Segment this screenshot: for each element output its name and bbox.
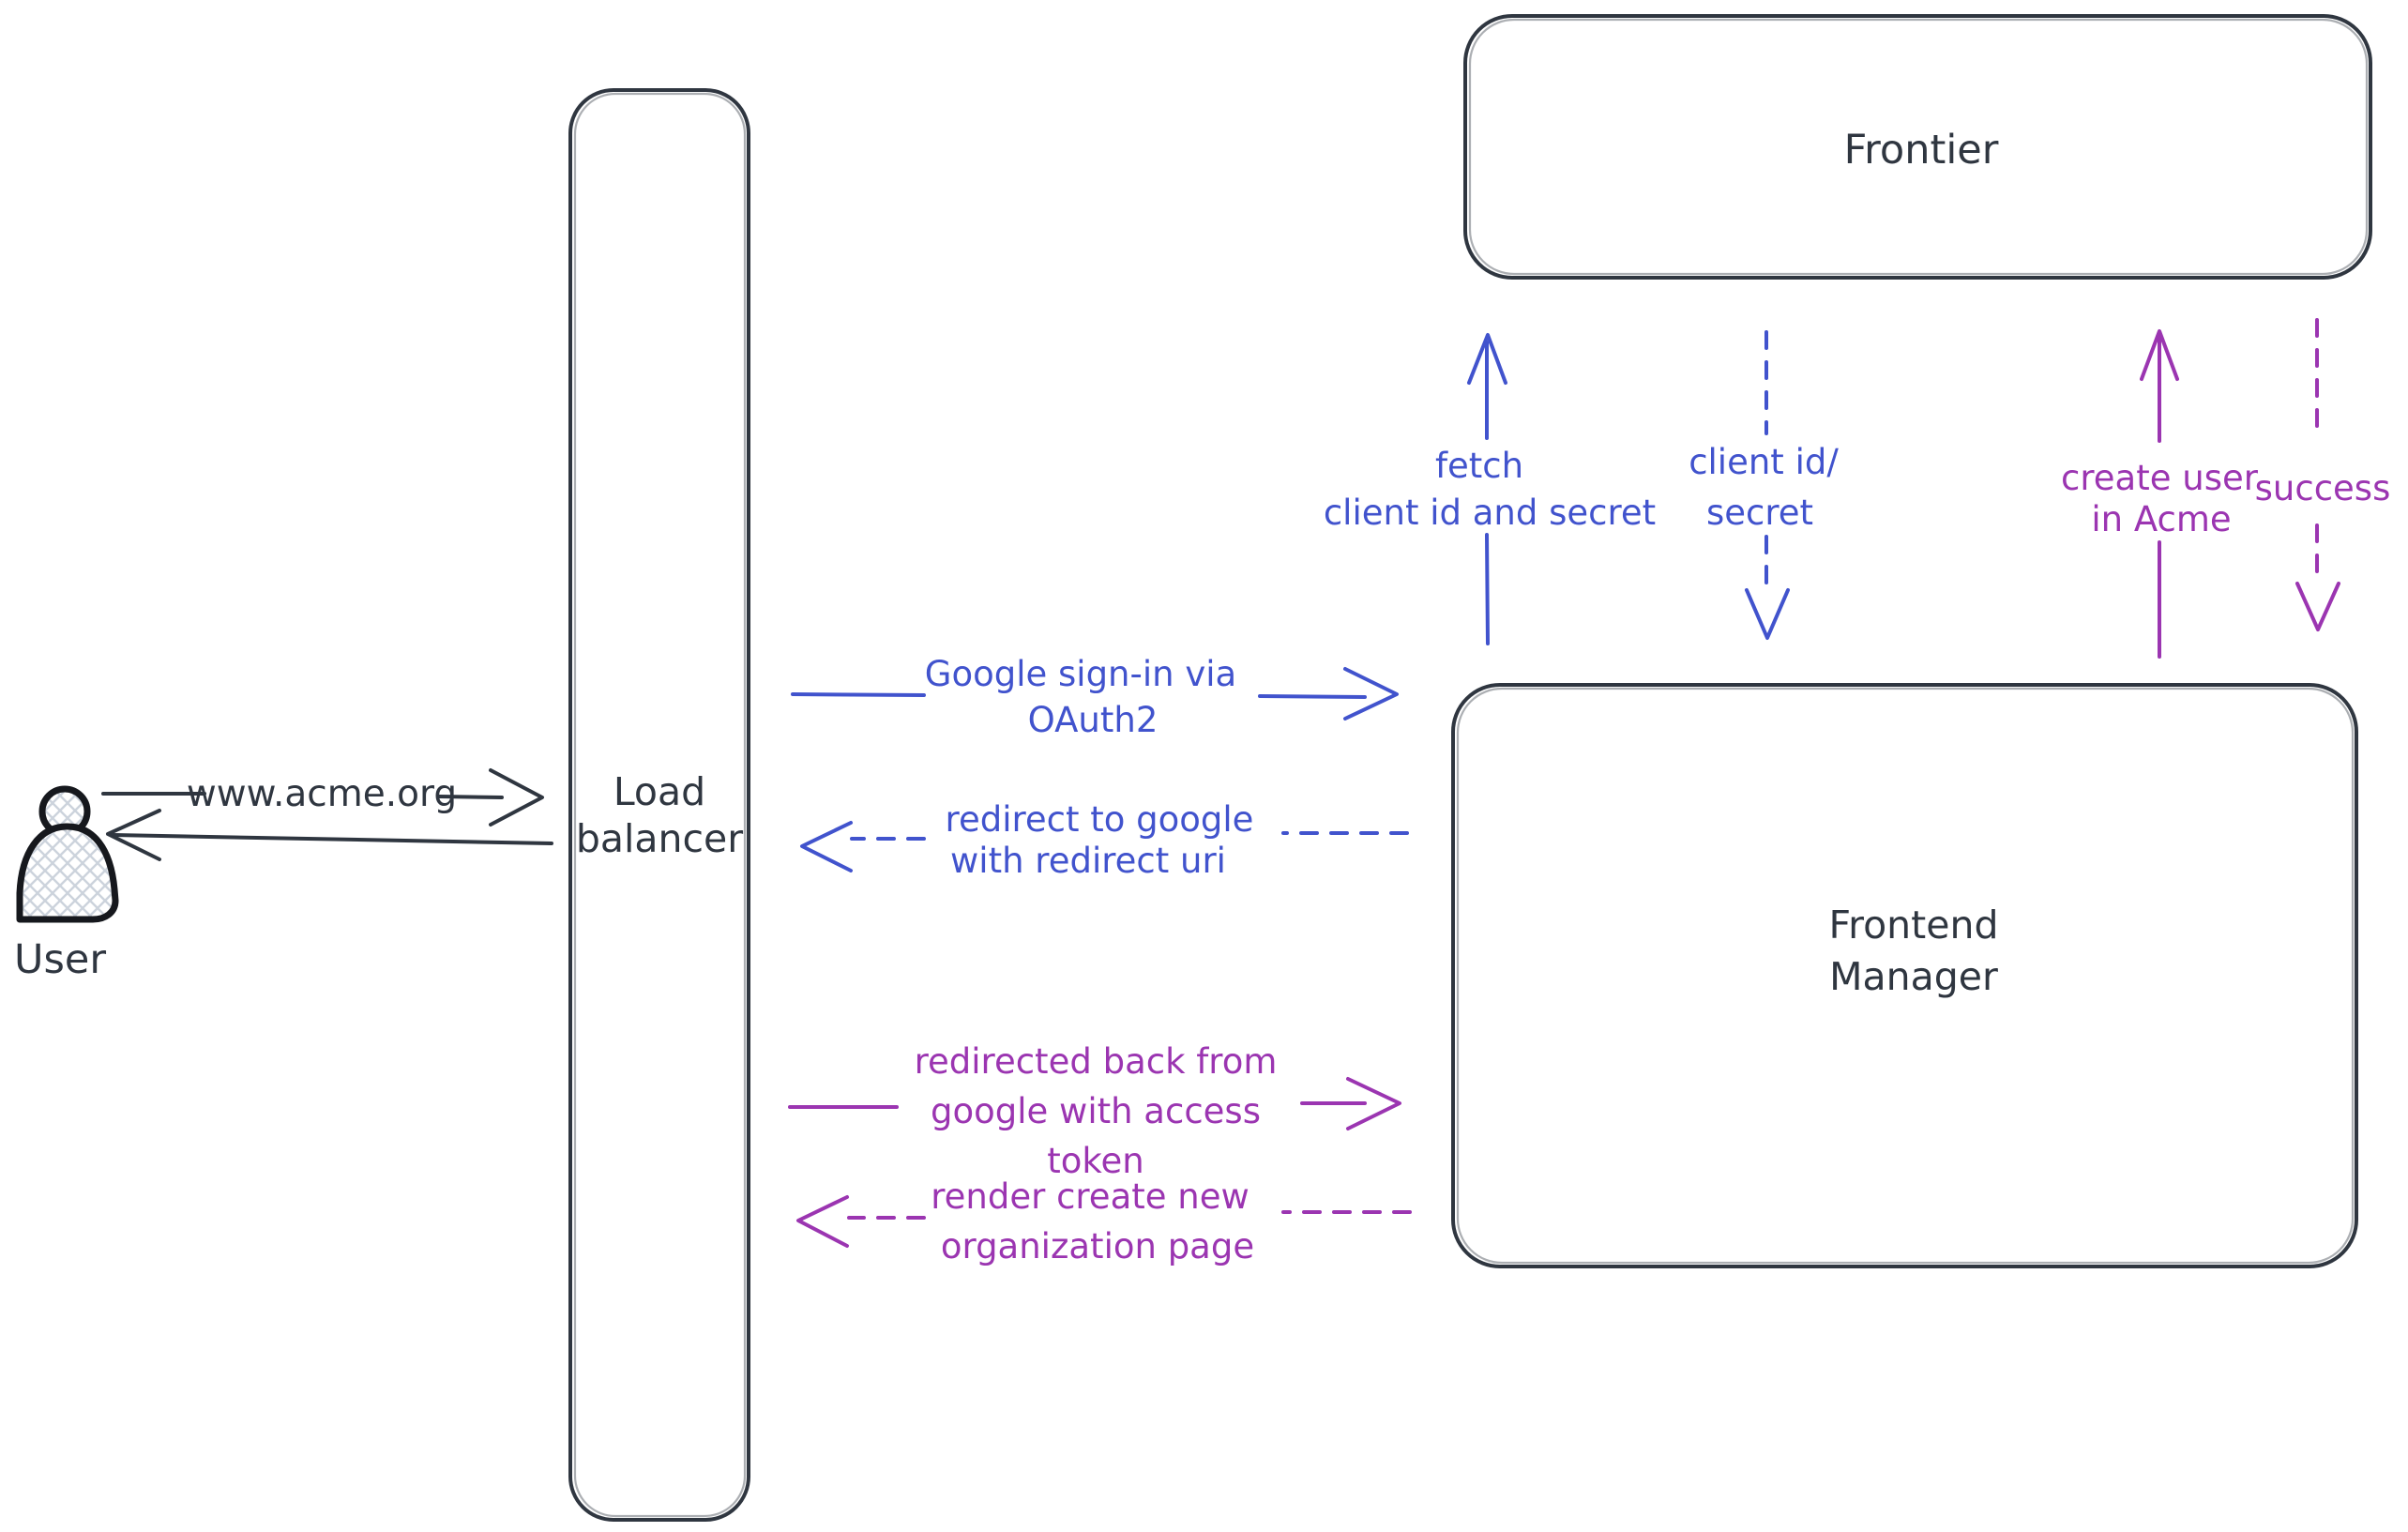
- fetch-client-label-line2: client id and secret: [1324, 493, 1656, 533]
- client-id-secret-arrow: client id/ secret: [1689, 330, 1839, 640]
- render-org-page-label-line1: render create new: [931, 1176, 1249, 1217]
- create-user-arrow: create user in Acme: [2061, 329, 2259, 659]
- google-signin-label-line1: Google sign-in via: [925, 654, 1236, 694]
- redirected-back-arrow: redirected back from google with access …: [788, 1041, 1401, 1181]
- google-signin-line-left: [791, 692, 926, 697]
- create-user-arrowhead: [2140, 329, 2179, 381]
- redirect-google-arrow: redirect to google with redirect uri: [800, 799, 1409, 881]
- frontier-node: Frontier: [1463, 14, 2372, 280]
- user-icon-body: [16, 823, 119, 923]
- render-org-page-arrow: render create new organization page: [796, 1176, 1412, 1267]
- www-request-arrow: www.acme.org: [101, 768, 544, 827]
- frontend-manager-node: Frontend Manager: [1451, 683, 2358, 1268]
- client-id-secret-label-line2: secret: [1706, 493, 1813, 533]
- redirect-google-label-line2: with redirect uri: [950, 841, 1226, 881]
- redirected-back-label-line1: redirected back from: [915, 1041, 1278, 1082]
- user-label: User: [14, 936, 106, 983]
- frontier-box-echo: [1468, 18, 2369, 276]
- fetch-client-label-line1: fetch: [1435, 446, 1523, 486]
- fetch-client-arrowhead: [1467, 333, 1507, 385]
- redirect-google-arrowhead: [800, 821, 853, 872]
- create-user-label-line1: create user: [2061, 458, 2259, 498]
- redirected-back-label-line2: google with access: [931, 1091, 1261, 1131]
- load-balancer-label-line2: balancer: [576, 816, 743, 861]
- success-arrowhead: [2295, 582, 2340, 631]
- load-balancer-node: Load balancer: [568, 88, 750, 1522]
- www-response-arrow: [106, 809, 553, 861]
- load-balancer-label-line1: Load: [613, 769, 705, 814]
- load-balancer-box: [568, 88, 750, 1522]
- frontend-manager-box: [1451, 683, 2358, 1268]
- www-request-label: www.acme.org: [187, 773, 457, 815]
- render-org-page-arrowhead: [796, 1195, 849, 1248]
- load-balancer-box-echo: [573, 92, 747, 1518]
- fetch-client-line-bottom: [1485, 533, 1490, 645]
- fetch-client-arrow: fetch client id and secret: [1324, 333, 1656, 645]
- google-signin-label-line2: OAuth2: [1028, 700, 1159, 740]
- redirected-back-arrowhead: [1346, 1077, 1401, 1130]
- frontend-manager-label-line2: Manager: [1829, 954, 1998, 999]
- www-response-arrowhead: [106, 809, 161, 861]
- google-signin-line-right: [1258, 694, 1367, 699]
- www-request-arrowhead: [489, 768, 544, 827]
- redirected-back-label-line3: token: [1047, 1141, 1143, 1181]
- frontier-label: Frontier: [1844, 127, 1999, 174]
- client-id-secret-label-line1: client id/: [1689, 442, 1839, 482]
- create-user-label-line2: in Acme: [2091, 499, 2231, 539]
- www-request-line-right: [437, 795, 504, 799]
- render-org-page-label-line2: organization page: [941, 1226, 1254, 1267]
- client-id-secret-arrowhead: [1745, 588, 1790, 640]
- google-signin-arrow: Google sign-in via OAuth2: [791, 654, 1399, 740]
- frontend-manager-box-echo: [1456, 687, 2355, 1265]
- google-signin-arrowhead: [1343, 667, 1399, 720]
- frontier-box: [1463, 14, 2372, 280]
- www-response-line: [111, 833, 553, 845]
- frontend-manager-label-line1: Frontend: [1829, 903, 1999, 948]
- redirect-google-label-line1: redirect to google: [946, 799, 1254, 840]
- user-node: User: [14, 785, 119, 983]
- success-arrow: success: [2255, 318, 2391, 631]
- success-label: success: [2255, 468, 2391, 508]
